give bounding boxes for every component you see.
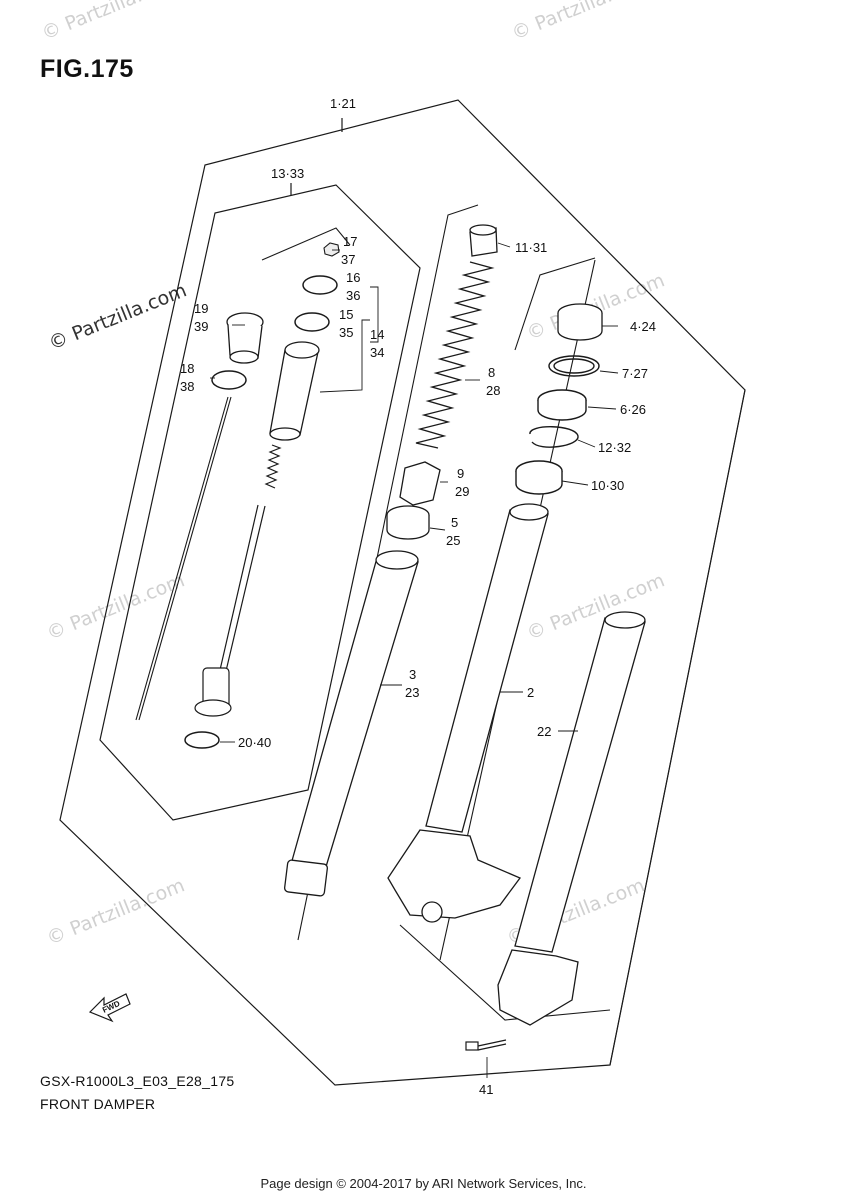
callout-38: 38 [180,379,194,394]
cartridge-spring [264,444,282,489]
part-10-dust-seal [515,460,563,495]
part-14-cartridge [269,341,320,441]
part-18-o-ring [211,370,247,390]
watermark-right-middle: © Partzilla.com [524,569,668,644]
callout-16: 16 [346,270,360,285]
part-4-bushing [557,303,603,341]
part-12-snap-ring [529,426,579,448]
cartridge-subframe [261,227,351,261]
callout-2: 2 [527,685,534,700]
part-3-outer-tube [284,550,419,897]
part-19-cap-bolt [226,312,264,364]
callout-10-30: 10·30 [591,478,624,493]
callout-11-31: 11·31 [515,240,547,255]
callout-20-40: 20·40 [238,735,271,750]
callout-6-26: 6·26 [620,402,646,417]
right-column-frame [399,257,746,1066]
part-5-bushing [386,505,430,540]
callout-labels: 1·21 13·33 17 37 16 36 15 35 14 34 19 39… [180,96,656,1097]
page-footer: Page design © 2004-2017 by ARI Network S… [260,1176,587,1191]
callout-5: 5 [451,515,458,530]
part-9-spacer [399,461,441,506]
callout-18: 18 [180,361,194,376]
callout-7-27: 7·27 [622,366,648,381]
callout-3: 3 [409,667,416,682]
part-22-inner-tube [497,611,646,1026]
part-2-inner-tube [387,503,549,923]
callout-17: 17 [343,234,357,249]
callout-25: 25 [446,533,460,548]
part-41-bolt [465,1039,507,1051]
part-6-oil-seal [537,389,587,421]
piston-assembly [194,667,232,717]
callout-12-32: 12·32 [598,440,631,455]
callout-14: 14 [370,327,384,342]
callout-41: 41 [479,1082,493,1097]
figure-name: FRONT DAMPER [40,1096,156,1112]
damper-rod [219,504,266,672]
callout-36: 36 [346,288,360,303]
part-8-fork-spring [415,261,495,449]
callout-37: 37 [341,252,355,267]
callout-35: 35 [339,325,353,340]
part-20-o-ring [184,731,220,749]
callout-13-33: 13·33 [271,166,304,181]
part-15-o-ring [294,312,330,332]
part-16-o-ring [302,275,338,295]
watermark-top-right: © Partzilla.com [509,0,653,45]
watermark-left-lower: © Partzilla.com [44,874,188,949]
callout-29: 29 [455,484,469,499]
callout-9: 9 [457,466,464,481]
figure-title: FIG.175 [40,55,134,83]
callout-34: 34 [370,345,384,360]
part-17-nut [323,242,340,257]
leader-lines [210,242,619,1078]
callout-1-21: 1·21 [330,96,356,111]
model-code: GSX-R1000L3_E03_E28_175 [40,1073,235,1089]
damper-subframe [99,183,421,821]
callout-4-24: 4·24 [630,319,656,334]
part-7-washer [548,355,600,377]
callout-28: 28 [486,383,500,398]
watermark-left-middle: © Partzilla.com [44,569,188,644]
part-11-spring-nut [469,224,498,257]
callout-8: 8 [488,365,495,380]
callout-15: 15 [339,307,353,322]
callout-39: 39 [194,319,208,334]
watermark-top-left: © Partzilla.com [39,0,183,45]
fwd-arrow-icon: FWD [88,993,131,1023]
callout-22: 22 [537,724,551,739]
adjuster-rod [135,396,232,721]
callout-19: 19 [194,301,208,316]
callout-23: 23 [405,685,419,700]
watermark-main: © Partzilla.com [46,279,190,354]
